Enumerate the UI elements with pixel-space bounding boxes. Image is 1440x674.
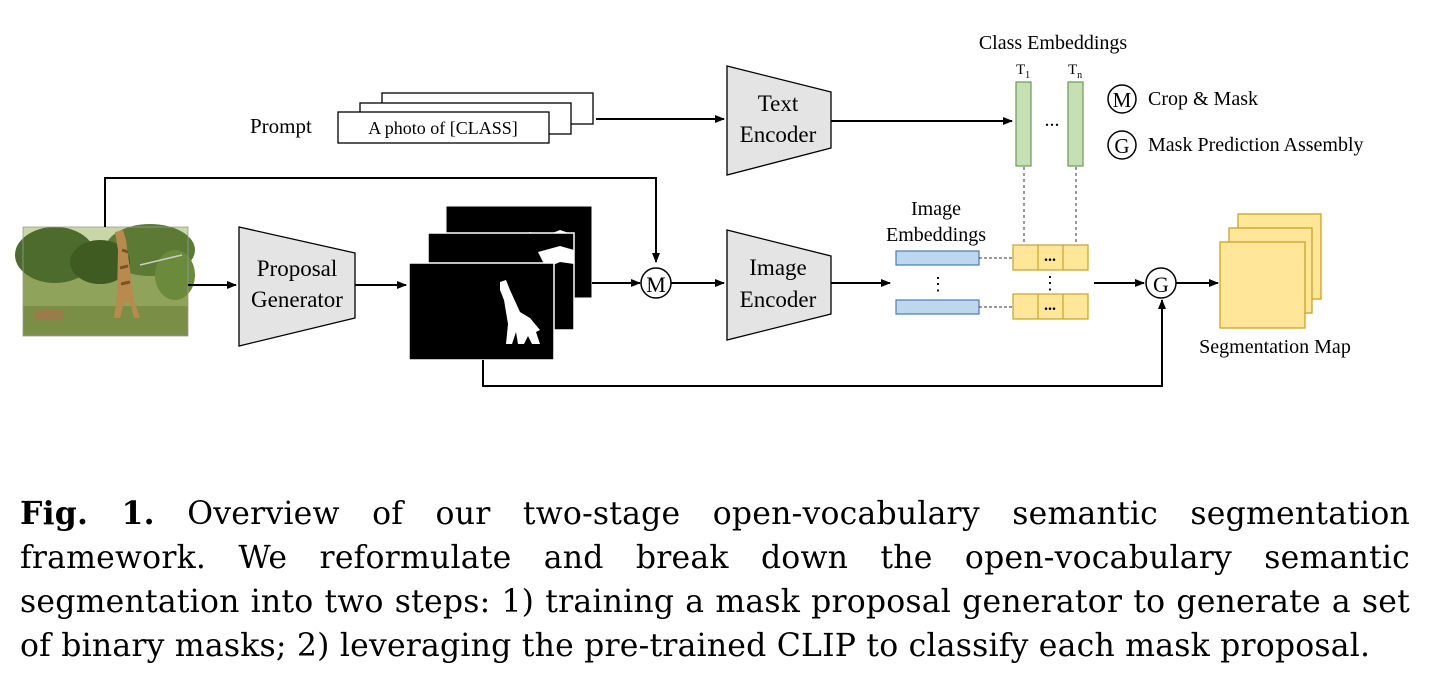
legend-m-text: Crop & Mask [1148, 88, 1258, 110]
framework-diagram: Prompt A photo of [CLASS] Text Encoder C… [15, 32, 1364, 387]
g-symbol: G [1153, 272, 1169, 297]
text-encoder-shape [726, 65, 832, 176]
image-encoder-line1: Image [749, 255, 806, 280]
score-bottom-ellipsis: ... [1044, 297, 1056, 314]
masks-to-g-arrow [482, 299, 1166, 387]
legend-m-circle [1107, 84, 1137, 114]
image-encoder-shape [726, 229, 832, 341]
m-symbol: M [646, 272, 666, 297]
legend-g-circle [1107, 130, 1137, 160]
segmentation-map-stack [1219, 213, 1322, 329]
prompt-label: Prompt [250, 114, 312, 138]
image-to-m-arrow [104, 177, 660, 263]
figure-caption: Fig. 1. Overview of our two-stage open-v… [20, 492, 1410, 668]
t1-label: T1 [1016, 62, 1030, 81]
score-top-ellipsis: ... [1044, 248, 1056, 265]
image-embeddings-line2: Embeddings [886, 224, 986, 246]
class-emb-ellipsis: ... [1045, 109, 1060, 131]
image-encoder-line2: Encoder [740, 287, 817, 312]
image-embeddings-line1: Image [911, 198, 961, 220]
proposal-generator-line2: Generator [251, 287, 343, 312]
legend-g-symbol: G [1114, 134, 1129, 158]
image-embedding-last [895, 299, 980, 315]
caption-text: Overview of our two-stage open-vocabular… [20, 496, 1410, 664]
image-embedding-first [895, 250, 980, 266]
class-embedding-t1 [1015, 81, 1032, 167]
image-encoder: Image Encoder [726, 229, 832, 341]
mask-front [408, 262, 555, 361]
legend-m-symbol: M [1113, 88, 1132, 112]
legend: M Crop & Mask G Mask Prediction Assembly [1107, 84, 1364, 160]
segmentation-map-label: Segmentation Map [1199, 336, 1351, 358]
score-vdots: ⋮ [1041, 273, 1059, 293]
text-encoder-line1: Text [758, 91, 799, 116]
proposal-generator-line1: Proposal [257, 256, 338, 281]
proposal-generator-shape [238, 226, 356, 347]
text-encoder: Text Encoder [726, 65, 832, 176]
input-image [15, 224, 195, 337]
prompt-text: A photo of [CLASS] [368, 118, 518, 138]
text-encoder-line2: Encoder [740, 122, 817, 147]
tn-label: Tn [1068, 62, 1082, 81]
binary-masks [408, 205, 593, 361]
proposal-generator: Proposal Generator [238, 226, 356, 347]
caption-label: Fig. 1. [20, 495, 155, 532]
giraffe-mask-shape [500, 280, 540, 344]
image-emb-vdots: ⋮ [929, 274, 947, 294]
class-embeddings-title: Class Embeddings [979, 32, 1128, 54]
class-embedding-tn [1067, 81, 1084, 167]
legend-g-text: Mask Prediction Assembly [1148, 134, 1364, 156]
score-row-top: ... [1012, 244, 1089, 271]
prompt-stack: A photo of [CLASS] [337, 92, 594, 144]
score-row-bottom: ... [1012, 293, 1089, 320]
